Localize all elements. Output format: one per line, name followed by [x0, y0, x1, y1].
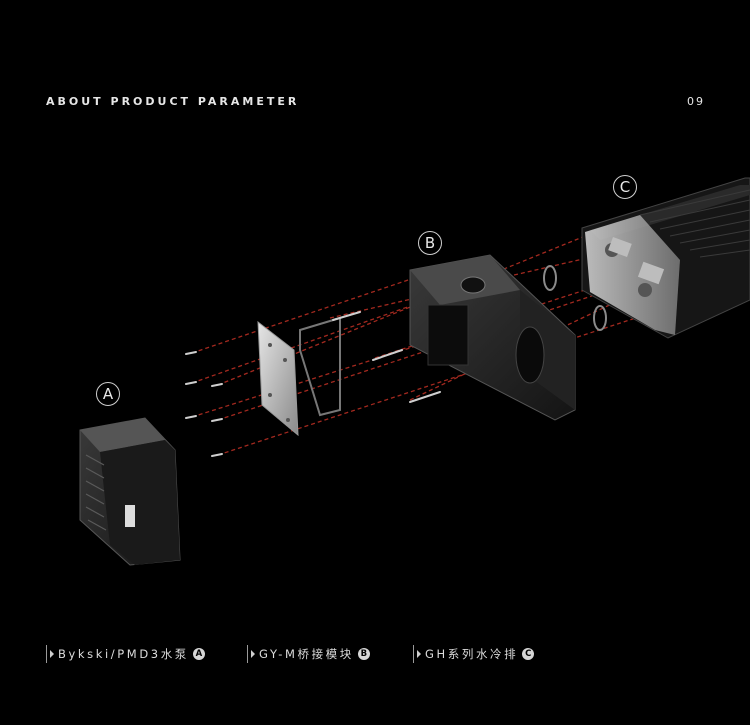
legend-item-pump: Bykski/PMD3水泵 A	[46, 644, 205, 664]
page-number: 09	[687, 95, 705, 108]
screws	[185, 311, 441, 457]
triangle-right-icon	[417, 650, 421, 658]
o-ring-lower	[593, 305, 607, 331]
callout-c: C	[613, 175, 637, 199]
o-ring-upper	[543, 265, 557, 291]
legend-item-radiator: GH系列水冷排 C	[413, 644, 535, 664]
callout-b: B	[418, 231, 442, 255]
triangle-right-icon	[50, 650, 54, 658]
header-title: ABOUT PRODUCT PARAMETER	[46, 95, 300, 108]
triangle-right-icon	[251, 650, 255, 658]
legend-badge: B	[357, 648, 370, 660]
legend-item-bridge: GY-M桥接模块 B	[247, 644, 370, 664]
pump-part	[79, 417, 181, 566]
legend-badge: C	[522, 648, 535, 660]
legend-label: GY-M桥接模块	[259, 647, 354, 661]
legend-label: GH系列水冷排	[425, 647, 519, 661]
legend-divider	[46, 645, 47, 663]
legend-label: Bykski/PMD3水泵	[58, 647, 189, 661]
legend-divider	[413, 645, 414, 663]
legend-badge: A	[192, 648, 205, 660]
bridge-module-part	[409, 254, 576, 421]
callout-a: A	[96, 382, 120, 406]
mounting-plate-part	[257, 320, 299, 437]
radiator-part	[581, 177, 750, 339]
legend-divider	[247, 645, 248, 663]
